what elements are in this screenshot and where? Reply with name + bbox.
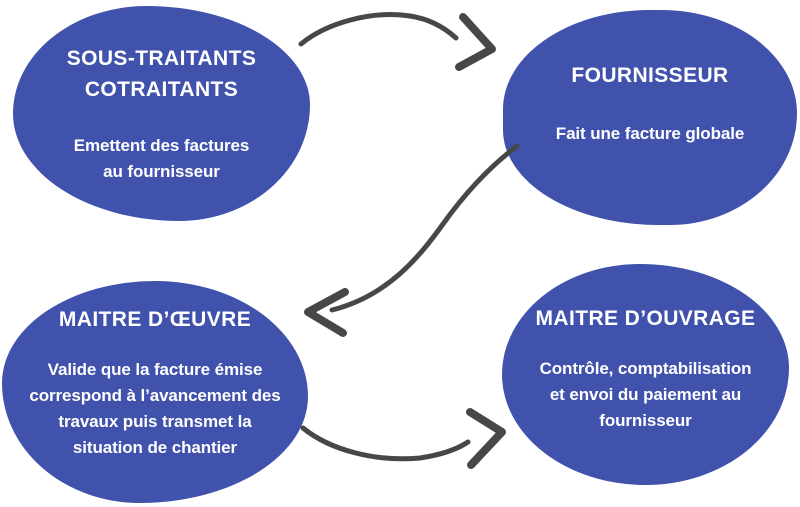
- title-line: SOUS-TRAITANTS: [66, 46, 257, 70]
- arrow-curve: [329, 143, 520, 313]
- description-line: et envoi du paiement au: [549, 385, 742, 404]
- title-line: FOURNISSEUR: [571, 64, 729, 87]
- node-description: Emettent des factures au fournisseur: [74, 133, 250, 185]
- description-line: Contrôle, comptabilisation: [539, 359, 752, 378]
- description-line: Emettent des factures: [73, 135, 250, 155]
- node-maitre-douvrage: MAITRE D’OUVRAGE Contrôle, comptabilisat…: [502, 264, 789, 485]
- curved-arrow-right-icon: [298, 12, 496, 71]
- arrow-curve: [300, 425, 471, 462]
- arrow-head: [304, 288, 349, 337]
- description-line: Fait une facture globale: [555, 124, 745, 143]
- node-title: SOUS-TRAITANTS COTRAITANTS: [67, 43, 257, 105]
- node-maitre-doeuvre: MAITRE D’ŒUVRE Valide que la facture émi…: [2, 281, 308, 503]
- description-line: situation de chantier: [72, 437, 238, 457]
- node-sous-traitants-cotraitants: SOUS-TRAITANTS COTRAITANTS Emettent des …: [13, 6, 310, 221]
- description-line: Valide que la facture émise: [47, 359, 263, 379]
- arrow-curve: [298, 12, 459, 47]
- arrow-head: [455, 13, 496, 71]
- title-line: MAITRE D’OUVRAGE: [535, 307, 756, 330]
- description-line: au fournisseur: [103, 161, 220, 181]
- description-line: fournisseur: [599, 411, 692, 430]
- arrow-head: [466, 408, 506, 469]
- description-line: correspond à l’avancement des: [29, 385, 281, 405]
- title-line: MAITRE D’ŒUVRE: [58, 307, 252, 331]
- title-line: COTRAITANTS: [84, 77, 239, 101]
- curved-arrow-left-icon: [304, 143, 520, 337]
- curved-arrow-right-icon: [300, 408, 506, 469]
- node-fournisseur: FOURNISSEUR Fait une facture globale: [503, 10, 797, 225]
- node-description: Fait une facture globale: [555, 121, 745, 147]
- description-line: travaux puis transmet la: [58, 411, 252, 431]
- node-title: MAITRE D’ŒUVRE: [59, 304, 251, 335]
- node-title: FOURNISSEUR: [571, 60, 728, 91]
- node-description: Contrôle, comptabilisation et envoi du p…: [540, 356, 752, 434]
- node-title: MAITRE D’OUVRAGE: [536, 303, 756, 334]
- node-description: Valide que la facture émise correspond à…: [29, 357, 280, 461]
